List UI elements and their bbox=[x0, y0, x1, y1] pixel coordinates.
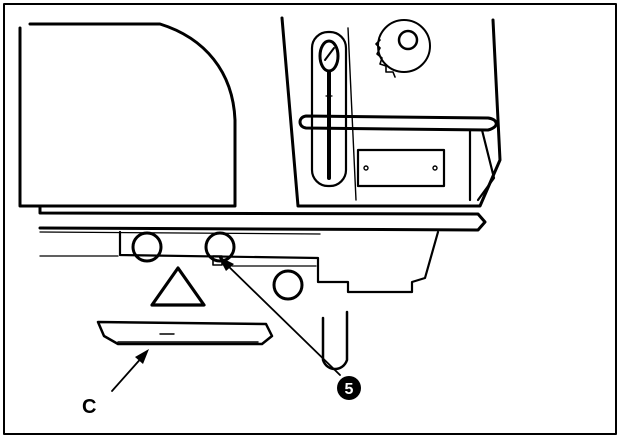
plate-screw-right bbox=[432, 165, 438, 171]
diagram-frame bbox=[3, 3, 617, 435]
arrow-head-c bbox=[135, 349, 149, 364]
arrow-head-5 bbox=[218, 256, 234, 271]
bed-under-line bbox=[39, 231, 321, 235]
tension-dial-inner bbox=[397, 29, 419, 51]
warning-triangle bbox=[150, 266, 206, 307]
leader-line-5 bbox=[223, 261, 341, 376]
take-up-lever bbox=[318, 39, 340, 73]
machine-head bbox=[280, 16, 502, 208]
bed-top-plate bbox=[38, 204, 487, 232]
plug-hole-screw bbox=[204, 231, 236, 263]
take-up-lever-slot bbox=[324, 47, 335, 61]
bobbin-cover-detail bbox=[117, 333, 259, 343]
plate-screw-left bbox=[363, 165, 369, 171]
thread-guide bbox=[298, 114, 498, 132]
plug-hole-left bbox=[131, 231, 163, 263]
take-up-window bbox=[310, 30, 348, 188]
plug-hole-right bbox=[272, 269, 304, 301]
left-cover bbox=[18, 22, 237, 208]
callout-label-c: C bbox=[82, 396, 96, 418]
callout-marker-5: 5 bbox=[337, 376, 361, 400]
tension-dial-outer bbox=[377, 19, 431, 73]
right-bracket bbox=[468, 128, 496, 202]
presser-leg bbox=[321, 310, 349, 371]
leader-line-c bbox=[111, 354, 145, 392]
name-plate bbox=[356, 148, 446, 188]
bobbin-cover bbox=[96, 320, 274, 346]
tension-dial-serration bbox=[375, 39, 396, 78]
head-panel-edge bbox=[347, 27, 357, 201]
callout-label-5: 5 bbox=[345, 381, 354, 398]
